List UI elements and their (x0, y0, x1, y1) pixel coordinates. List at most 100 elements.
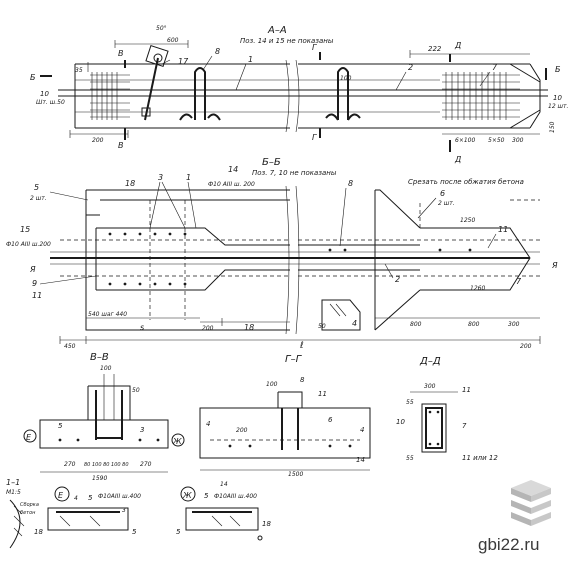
pos-7-top: 7 (492, 63, 498, 72)
watermark-site: gbi22.ru (478, 535, 540, 554)
det-zh-pos-13: 14 (220, 481, 228, 488)
pos-6: 6 (440, 189, 445, 198)
cut-g-top: Г (312, 43, 317, 52)
mark-zh: Ж (172, 437, 182, 446)
pos-7-bb: 7 (516, 277, 522, 286)
gg-pos-11: 11 (318, 390, 327, 398)
section-dd: Д–Д 300 11 55 10 7 55 11 или 12 (396, 356, 498, 462)
dim-s: s (140, 323, 144, 332)
dim-100: 100 (340, 75, 352, 82)
dd-dim-300: 300 (424, 383, 436, 390)
section-bb-title: Б–Б (262, 157, 281, 168)
vv-pos-5: 5 (58, 422, 63, 430)
detail-11-sub: М1:5 (6, 489, 21, 496)
dim-200c: 200 (520, 343, 532, 350)
cut-d-bot: Д (454, 155, 461, 164)
dd-pos-11: 11 (462, 386, 471, 394)
detail-11-title: 1–1 (6, 478, 20, 487)
vv-dim-100: 100 (100, 365, 112, 372)
dim-200b: 200 (202, 325, 214, 332)
dim-150: 150 (549, 121, 556, 133)
pos-2-bb: 2 (395, 275, 400, 284)
detail-e: Е 4 5 Ф10АIII ш.400 5 3 (47, 486, 141, 536)
dd-pos-11-12: 11 или 12 (462, 454, 498, 462)
pos-2-top: 2 (408, 63, 413, 72)
det-mark-e: Е (58, 491, 64, 500)
dd-dim-55a: 55 (406, 399, 414, 406)
vv-dim-270b: 270 (140, 461, 152, 468)
cut-ya-right: Я (551, 261, 558, 270)
det-e-pos-5: 5 (88, 494, 93, 502)
section-gg: Г–Г 8 11 100 6 4 4 200 14 1500 Ж (171, 354, 371, 478)
dim-450: 450 (64, 343, 76, 350)
pos-3: 3 (158, 173, 163, 182)
det-zh-pos-5b: 5 (176, 528, 181, 536)
pos-1-bb: 1 (186, 173, 191, 182)
pos-11-bb: 11 (498, 225, 508, 234)
note-cut: Срезать после обжатия бетона (408, 178, 524, 186)
section-aa-note: Поз. 14 и 15 не показаны (240, 37, 334, 45)
dd-pos-10: 10 (396, 418, 405, 426)
vv-dim-50: 50 (132, 387, 140, 394)
dim-10b: 10 (553, 94, 562, 102)
gg-pos-8: 8 (300, 376, 305, 384)
vv-pos-3: 3 (140, 426, 144, 434)
gg-dim-200: 200 (236, 427, 248, 434)
det-e-pos-3: 3 (122, 507, 126, 514)
det-e-pos-5b: 5 (132, 528, 137, 536)
gg-dim-100: 100 (266, 381, 278, 388)
section-bb-note: Поз. 7, 10 не показаны (252, 169, 337, 177)
section-dd-title: Д–Д (419, 356, 441, 367)
det-pos-17: 18 (34, 528, 43, 536)
pos-17: 18 (125, 179, 135, 188)
dim-1250: 1250 (460, 217, 475, 224)
pos-4: 4 (352, 319, 357, 328)
det-label2: бетон (20, 510, 36, 516)
mark-e: Е (26, 433, 32, 442)
dim-5x50: 5×50 (488, 137, 505, 144)
det-zh-spec: Ф10АIII ш.400 (214, 493, 257, 500)
dim-200a: 200 (92, 137, 104, 144)
cut-d-top: Д (454, 41, 461, 50)
gbi-logo-icon (511, 480, 551, 526)
dd-pos-7: 7 (462, 422, 467, 430)
pos-8-bb: 8 (348, 179, 353, 188)
dim-600: 600 (167, 37, 179, 44)
dim-1260: 1260 (470, 285, 485, 292)
section-vv-title: В–В (90, 352, 109, 363)
cut-v-top: В (118, 49, 124, 58)
dim-50: 50 (318, 323, 326, 330)
dd-dim-55b: 55 (406, 455, 414, 462)
gg-pos-4b: 4 (206, 420, 210, 428)
dim-300a: 300 (512, 137, 524, 144)
section-aa-title: А–А (267, 25, 287, 36)
rebar-dots (108, 232, 472, 286)
dim-12sht: 12 шт. (548, 103, 569, 110)
dim-sht50: Шт. ш.50 (36, 99, 65, 106)
detail-zh: Ж 5 14 Ф10АIII ш.400 18 5 (176, 481, 271, 541)
pos-11-left: 11 (32, 291, 42, 300)
pos-1-top: 1 (248, 55, 253, 64)
gg-pos-4: 4 (360, 426, 364, 434)
pos-6-sht: 2 шт. (438, 200, 455, 207)
spec-14: Ф10 АIII ш. 200 (208, 181, 255, 188)
dim-total: ℓ (299, 341, 304, 351)
cut-b-right: Б (555, 65, 561, 74)
vv-dim-mid: 80 100 80 100 80 (84, 462, 129, 468)
gg-pos-12: 14 (356, 456, 365, 464)
pos-15: 15 (20, 225, 30, 234)
dim-50deg: 50° (156, 25, 167, 32)
dim-10a: 10 (40, 90, 49, 98)
section-bb: Б–Б Поз. 7, 10 не показаны (6, 157, 558, 351)
pos-18: 18 (244, 323, 254, 332)
det-zh-pos-5: 5 (204, 492, 209, 500)
section-gg-title: Г–Г (285, 354, 303, 365)
det-label: Сборка (20, 502, 39, 508)
pos-9: 9 (32, 279, 37, 288)
dim-300b: 300 (508, 321, 520, 328)
pos-8-top: 8 (215, 47, 220, 56)
cut-ya-left: Я (29, 265, 36, 274)
pos-16: 17 (178, 57, 189, 66)
vv-dim-1590: 1590 (92, 475, 107, 482)
vv-dim-270a: 270 (64, 461, 76, 468)
